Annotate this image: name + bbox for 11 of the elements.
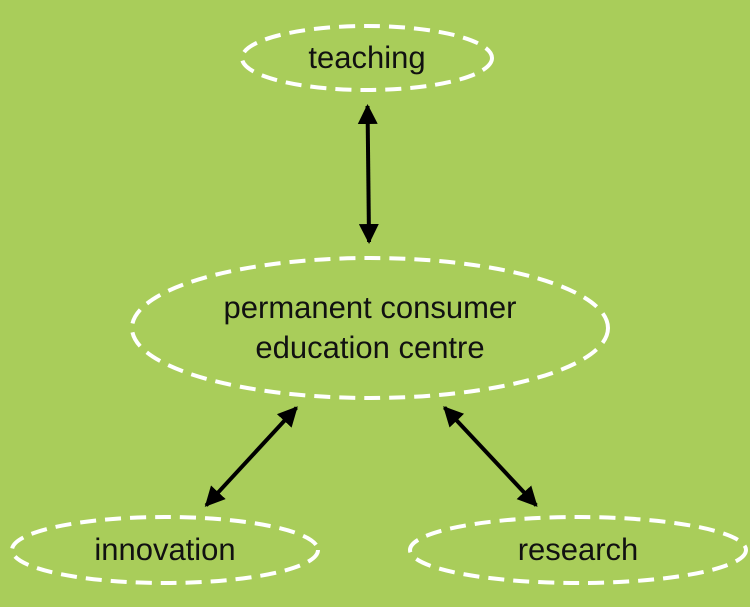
dashed-ellipse-node xyxy=(240,24,494,92)
double-arrow xyxy=(443,406,538,507)
node-label: teaching xyxy=(308,38,426,77)
dashed-ellipse-node xyxy=(10,515,320,585)
dashed-ellipse-node xyxy=(130,256,610,400)
double-arrow xyxy=(204,406,298,507)
node-label: innovation xyxy=(94,530,236,569)
dashed-ellipse-node xyxy=(408,515,748,585)
node-label: permanent consumer education centre xyxy=(222,288,518,367)
node-label: research xyxy=(518,530,638,569)
double-arrow xyxy=(358,104,379,244)
